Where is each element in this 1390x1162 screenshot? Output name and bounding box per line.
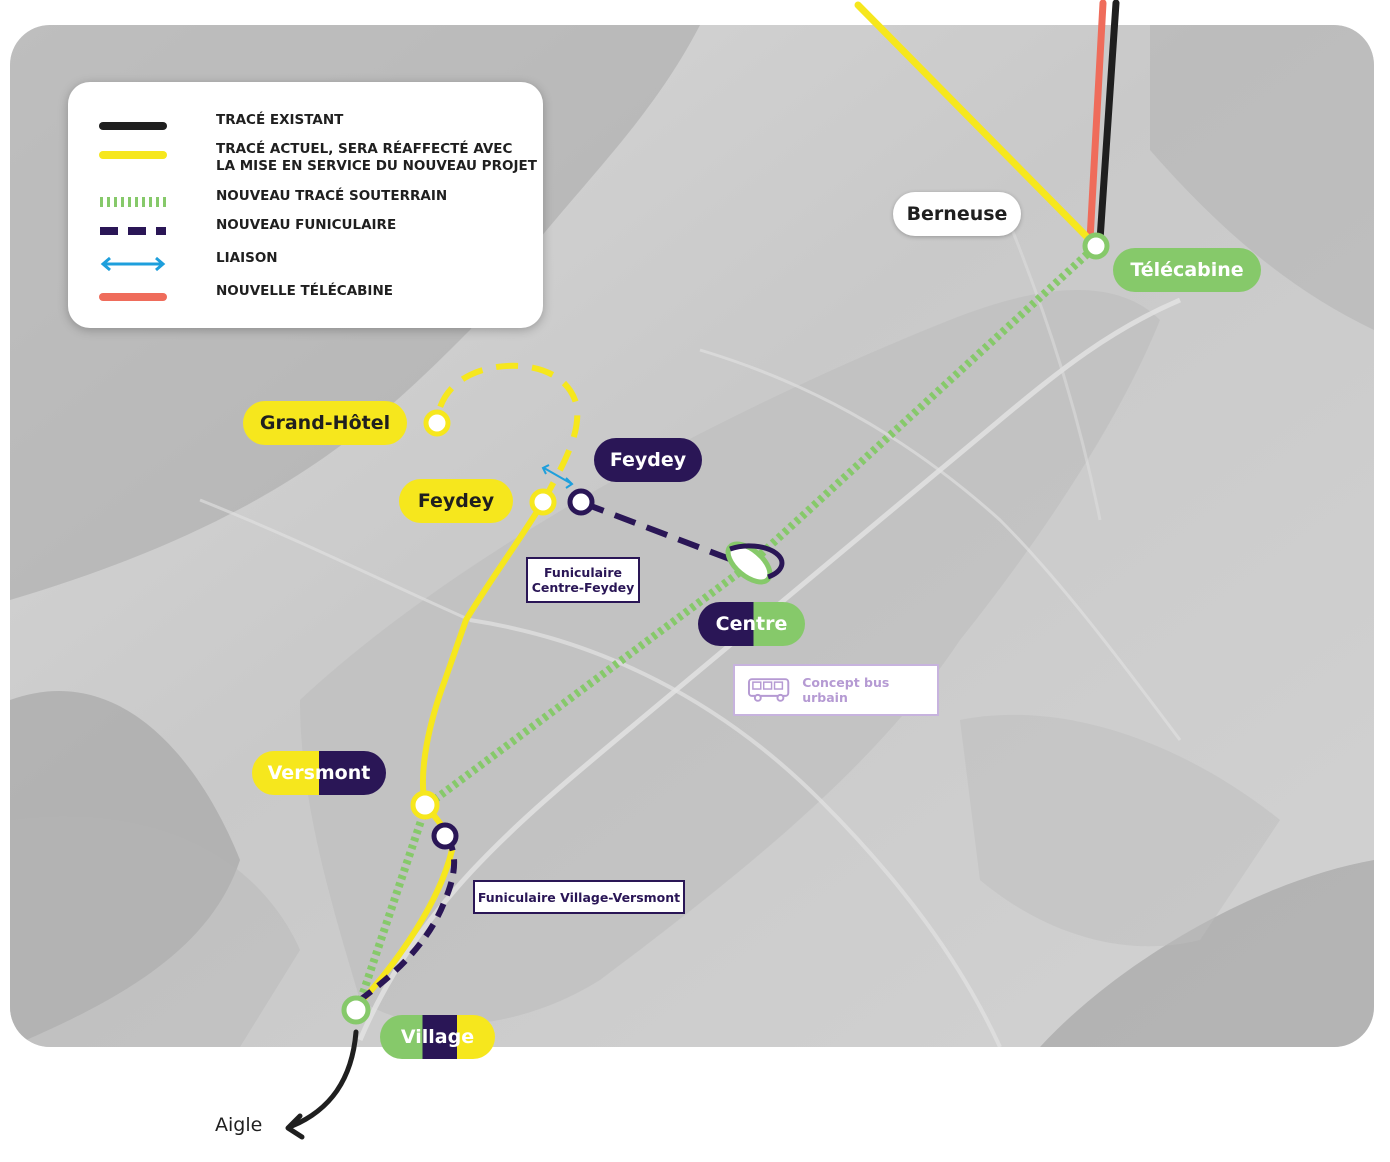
station-label-feydey-yellow-text: Feydey	[417, 490, 495, 512]
legend-swatch-current	[99, 151, 167, 159]
legend-panel: TRACÉ EXISTANT TRACÉ ACTUEL, SERA RÉAFFE…	[68, 82, 543, 328]
station-label-telecabine-text: Télécabine	[1130, 259, 1244, 281]
station-label-grand-hotel[interactable]: Grand-Hôtel	[243, 401, 407, 445]
legend-label-current: TRACÉ ACTUEL, SERA RÉAFFECTÉ AVEC LA MIS…	[216, 141, 537, 174]
liaison-arrow	[541, 464, 574, 489]
legend-label-underground: NOUVEAU TRACÉ SOUTERRAIN	[216, 188, 448, 204]
current-line-grand-hotel-loop	[433, 362, 581, 504]
funicular-centre-feydey-line1: Funiculaire	[544, 565, 622, 580]
legend-item-current: TRACÉ ACTUEL, SERA RÉAFFECTÉ AVEC LA MIS…	[98, 141, 537, 174]
station-marker-grand-hotel[interactable]	[423, 409, 451, 437]
destination-label-aigle: Aigle	[215, 1114, 263, 1136]
legend-swatch-telecabine	[99, 293, 167, 301]
station-label-feydey-purple[interactable]: Feydey	[594, 438, 702, 482]
station-marker-versmont[interactable]	[410, 790, 440, 820]
legend-item-funicular: NOUVEAU FUNICULAIRE	[98, 217, 528, 247]
station-label-village-text: Village	[400, 1026, 475, 1048]
legend-item-existing: TRACÉ EXISTANT	[98, 112, 528, 142]
funicular-centre-feydey-line2: Centre-Feydey	[531, 580, 635, 595]
legend-item-liaison: LIAISON	[98, 250, 528, 280]
station-label-centre-text: Centre	[715, 613, 788, 635]
station-marker-feydey-yellow[interactable]	[529, 488, 557, 516]
aigle-arrow-head	[285, 1113, 305, 1140]
station-label-berneuse[interactable]: Berneuse	[893, 192, 1021, 236]
station-marker-feydey-purple[interactable]	[567, 488, 595, 516]
legend-label-telecabine: NOUVELLE TÉLÉCABINE	[216, 283, 393, 299]
legend-swatch-funicular	[100, 227, 166, 235]
bus-icon	[747, 678, 790, 702]
station-label-versmont-text: Versmont	[267, 762, 371, 784]
legend-label-liaison: LIAISON	[216, 250, 278, 266]
station-label-feydey-purple-text: Feydey	[609, 449, 687, 471]
station-label-feydey-yellow[interactable]: Feydey	[399, 479, 513, 523]
station-marker-centre[interactable]	[721, 537, 785, 589]
funicular-village-versmont	[358, 834, 458, 1003]
station-label-grand-hotel-text: Grand-Hôtel	[259, 412, 391, 434]
station-label-village[interactable]: Village	[380, 1015, 495, 1059]
funicular-village-versmont-box: Funiculaire Village-Versmont	[473, 880, 685, 914]
legend-label-existing: TRACÉ EXISTANT	[216, 112, 344, 128]
station-label-telecabine[interactable]: Télécabine	[1113, 248, 1261, 292]
station-marker-telecabine[interactable]	[1082, 232, 1110, 260]
current-line-berneuse	[854, 1, 1096, 246]
funicular-village-versmont-label: Funiculaire Village-Versmont	[477, 889, 681, 905]
existing-line-berneuse	[1096, 0, 1120, 244]
bus-concept-box: Concept bus urbain	[733, 664, 939, 716]
station-label-berneuse-text: Berneuse	[906, 203, 1008, 225]
funicular-centre-feydey-box: Funiculaire Centre-Feydey	[526, 557, 640, 603]
underground-line	[354, 243, 1099, 1010]
station-label-centre[interactable]: Centre	[698, 602, 805, 646]
station-marker-versmont-funicular[interactable]	[431, 822, 459, 850]
legend-swatch-liaison	[100, 256, 166, 272]
legend-label-funicular: NOUVEAU FUNICULAIRE	[216, 217, 397, 233]
legend-item-telecabine: NOUVELLE TÉLÉCABINE	[98, 283, 528, 313]
legend-swatch-underground	[100, 197, 166, 207]
new-telecabine-line	[1086, 0, 1107, 244]
legend-swatch-existing	[99, 122, 167, 130]
bus-concept-label: Concept bus urbain	[802, 675, 890, 705]
existing-line-aigle	[289, 1029, 359, 1129]
station-label-versmont[interactable]: Versmont	[252, 751, 386, 795]
legend-item-underground: NOUVEAU TRACÉ SOUTERRAIN	[98, 188, 528, 218]
station-marker-village[interactable]	[341, 995, 371, 1025]
funicular-centre-feydey	[581, 500, 750, 569]
